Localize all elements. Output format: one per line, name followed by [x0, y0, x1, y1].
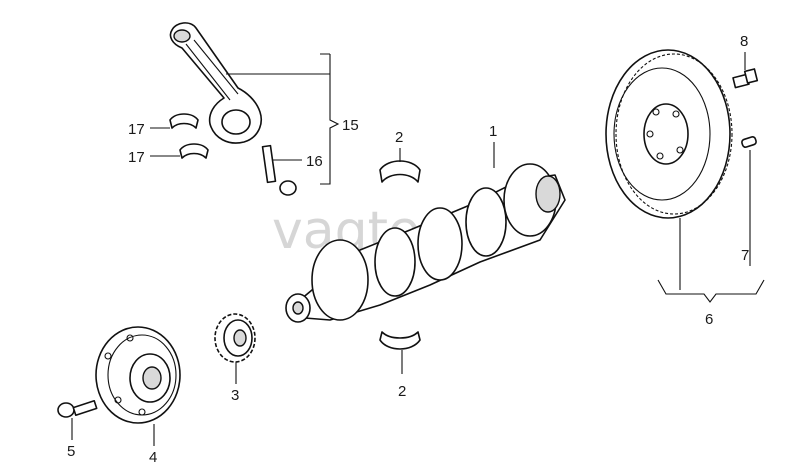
crankshaft	[285, 163, 566, 323]
callout-connecting-rod: 15	[342, 117, 359, 134]
main-bearing-shell-upper	[379, 160, 421, 183]
callout-flywheel-assembly: 6	[705, 311, 713, 328]
callout-bearing-shell-lower: 2	[398, 383, 406, 400]
connecting-rod	[169, 22, 262, 144]
conrod-bolt	[261, 144, 297, 196]
dowel-pin	[741, 136, 757, 148]
damper-bolt	[57, 399, 98, 418]
callout-damper-bolt: 5	[67, 443, 75, 460]
vibration-damper	[95, 326, 181, 424]
conrod-bearing-lower	[179, 143, 209, 159]
callout-crankshaft: 1	[489, 123, 497, 140]
callout-conrod-bearing-lower: 17	[128, 149, 145, 166]
callout-conrod-bearing-upper: 17	[128, 121, 145, 138]
callout-crank-sprocket: 3	[231, 387, 239, 404]
callout-vibration-damper: 4	[149, 449, 157, 466]
conrod-bearing-upper	[169, 113, 199, 129]
callout-flywheel-bolt: 8	[740, 33, 748, 50]
leader-lines	[71, 52, 765, 446]
flywheel-bolt	[732, 68, 759, 89]
callout-bearing-shell-upper: 2	[395, 129, 403, 146]
callout-dowel-pin: 7	[741, 247, 749, 264]
callouts: 1 2 2 3 4 5 6 7 8 15 16 17 17	[67, 33, 749, 466]
main-bearing-shell-lower	[379, 331, 421, 350]
crankshaft-sprocket	[214, 313, 256, 363]
callout-conrod-bolt: 16	[306, 153, 323, 170]
flywheel	[605, 49, 733, 219]
